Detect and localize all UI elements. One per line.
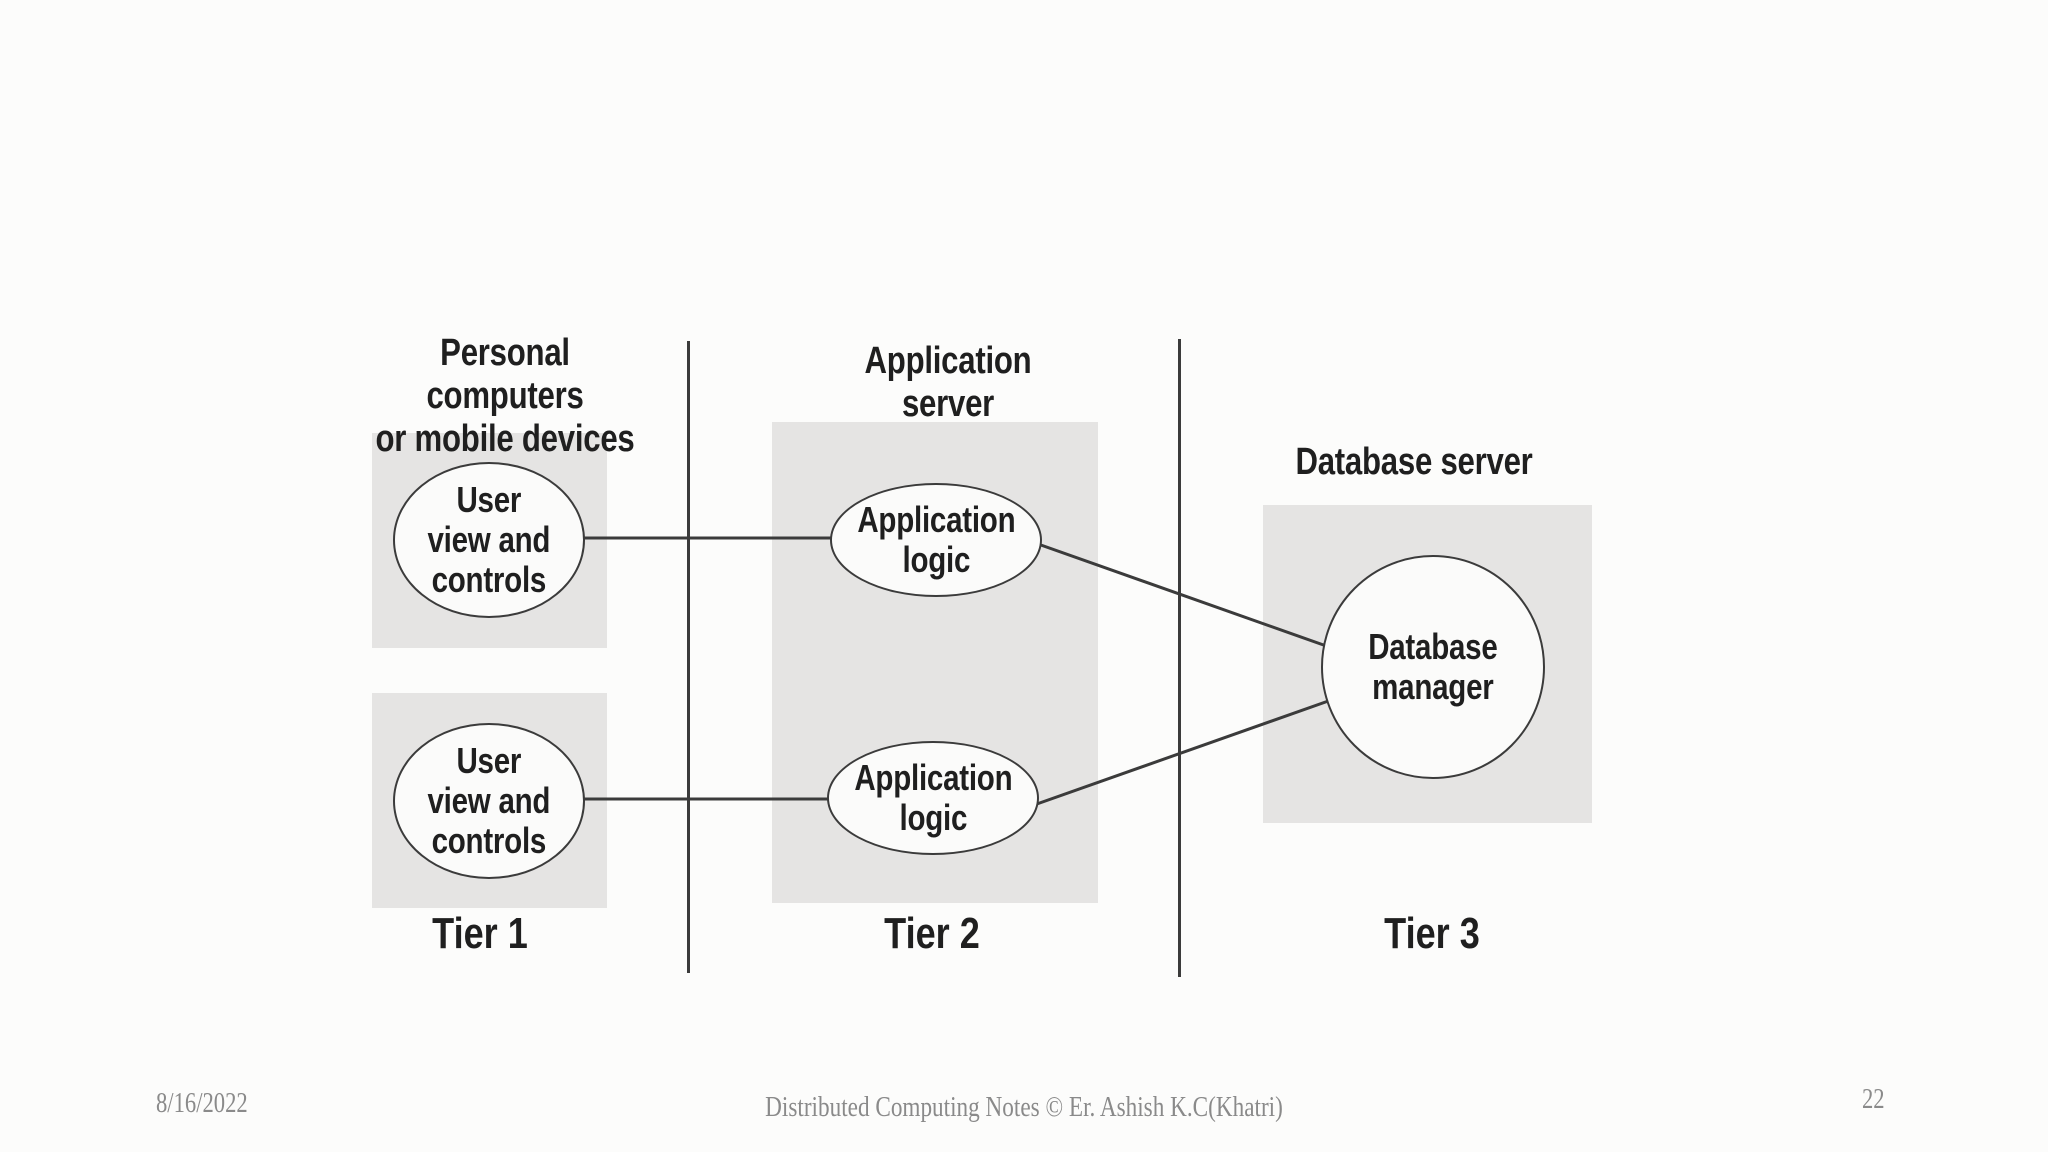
node-application-logic-bottom-label: Application logic	[853, 757, 1013, 838]
footer-credit: Distributed Computing Notes © Er. Ashish…	[765, 1091, 1283, 1123]
tier3-label: Tier 3	[1384, 909, 1480, 958]
tier3-header: Database server	[1295, 441, 1533, 483]
footer-page-number: 22	[1862, 1083, 1885, 1115]
node-user-view-controls-top: User view and controls	[393, 462, 585, 618]
node-application-logic-bottom: Application logic	[827, 741, 1039, 855]
node-database-manager: Database manager	[1321, 555, 1545, 779]
node-application-logic-top-label: Application logic	[856, 499, 1016, 580]
tier1-label: Tier 1	[432, 909, 528, 958]
node-application-logic-top: Application logic	[830, 483, 1042, 597]
node-user-view-controls-bottom-label: User view and controls	[427, 740, 551, 861]
tier2-header: Application server	[864, 340, 1032, 425]
node-user-view-controls-top-label: User view and controls	[427, 479, 551, 600]
connector-al2-dbm	[1033, 697, 1335, 807]
node-database-manager-label: Database manager	[1368, 626, 1498, 707]
footer-date: 8/16/2022	[156, 1087, 248, 1119]
tier2-label: Tier 2	[884, 909, 980, 958]
node-user-view-controls-bottom: User view and controls	[393, 723, 585, 879]
connector-al1-dbm	[1037, 542, 1333, 650]
tier1-header: Personal computers or mobile devices	[375, 332, 635, 460]
